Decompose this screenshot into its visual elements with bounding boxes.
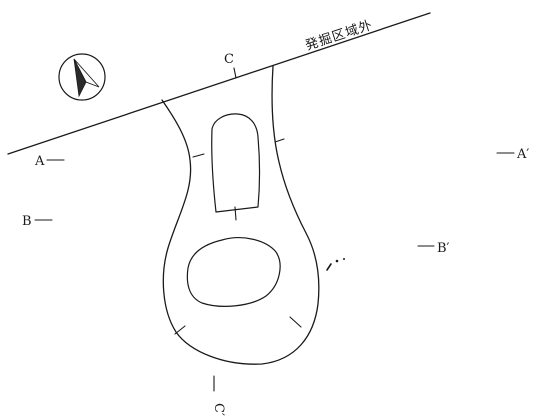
north-arrow-icon bbox=[58, 53, 106, 101]
section-marker-c-top: C bbox=[224, 52, 237, 79]
svg-text:A: A bbox=[34, 154, 45, 169]
svg-text:C′: C′ bbox=[211, 403, 226, 416]
section-marker-b-right: B′ bbox=[417, 241, 450, 256]
section-ticks bbox=[174, 138, 302, 335]
svg-text:B: B bbox=[22, 214, 32, 229]
inner-rounded-pit bbox=[186, 237, 281, 307]
boundary-label: 発掘区域外 bbox=[304, 18, 375, 54]
svg-text:A′: A′ bbox=[516, 147, 529, 162]
section-marker-b-left: B bbox=[22, 214, 53, 229]
pit-outline bbox=[161, 65, 320, 365]
artifact-marks bbox=[326, 258, 345, 271]
svg-text:B′: B′ bbox=[437, 241, 450, 256]
section-marker-a-left: A bbox=[34, 154, 65, 169]
excavation-boundary-line bbox=[7, 12, 431, 155]
inner-elongated-pit bbox=[211, 113, 261, 213]
section-marker-a-right: A′ bbox=[496, 147, 529, 162]
svg-text:C: C bbox=[224, 52, 234, 67]
section-marker-c-bottom: C′ bbox=[211, 375, 226, 416]
